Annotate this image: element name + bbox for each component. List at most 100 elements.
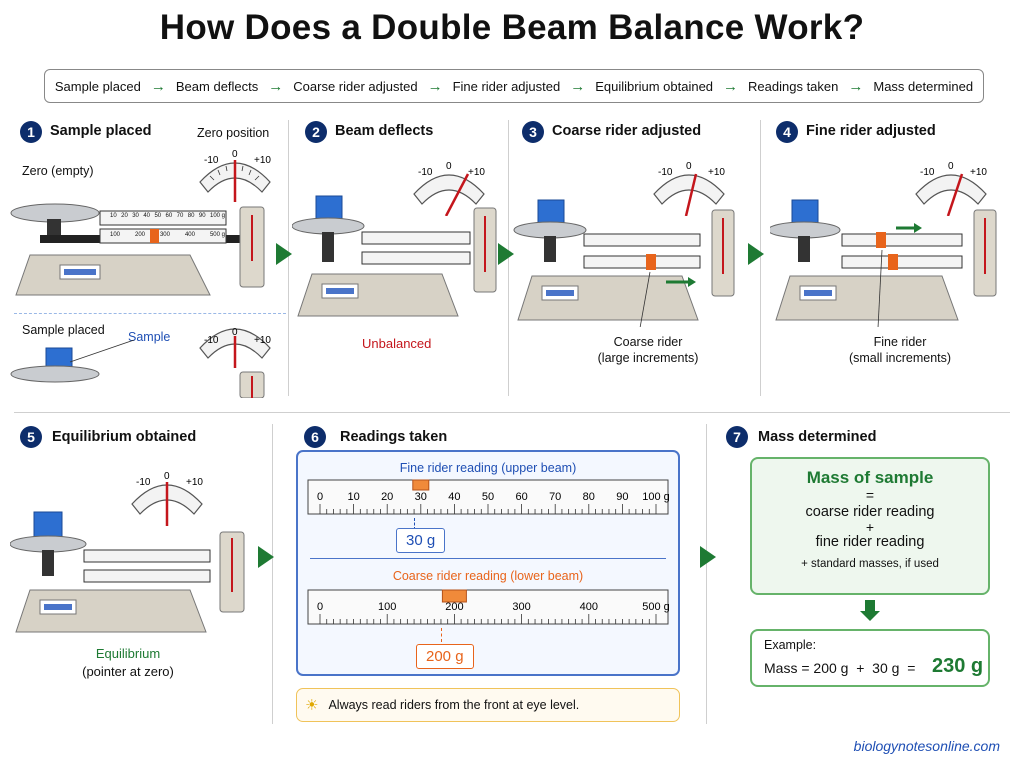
double-beam-balance-illustration	[292, 195, 497, 317]
fine-rider-caption: Fine rider	[873, 335, 927, 349]
step-number-badge: 3	[522, 121, 544, 143]
gauge-label-center: 0	[446, 161, 452, 172]
tick-label: 20	[121, 213, 128, 219]
rider-marker	[441, 589, 467, 603]
flow-step: Beam deflects	[175, 78, 259, 94]
flow-step: Mass determined	[873, 78, 974, 94]
mass-heading: Mass of sample	[806, 468, 934, 487]
ruler-tick-label: 20	[381, 491, 393, 503]
unbalanced-label: Unbalanced	[362, 336, 432, 351]
lightbulb-icon: ☀	[305, 697, 319, 714]
gauge-label-right: +10	[186, 477, 203, 488]
equilibrium-caption-sub: (pointer at zero)	[82, 664, 174, 679]
zero-empty-label: Zero (empty)	[22, 164, 94, 178]
pointer-gauge: -10 0 +10	[653, 161, 725, 216]
process-flow-bar: Sample placed → Beam deflects → Coarse r…	[44, 69, 984, 103]
ruler-tick-label: 10	[347, 491, 359, 503]
example-expression: Mass = 200 g + 30 g =	[764, 660, 916, 676]
site-credit: biologynotesonline.com	[853, 738, 1000, 754]
gauge-label-left: -10	[204, 335, 219, 346]
ruler-tick-label: 30	[415, 491, 427, 503]
ruler-tick-label: 100	[378, 601, 396, 613]
gauge-label-left: -10	[418, 167, 433, 178]
next-step-arrow-icon	[498, 243, 514, 265]
flow-arrow-icon: →	[570, 77, 586, 95]
double-beam-balance-illustration	[10, 203, 265, 296]
gauge-label-left: -10	[136, 477, 151, 488]
step-title: Equilibrium obtained	[52, 429, 197, 445]
rider-marker	[412, 479, 430, 491]
fine-rider-caption-sub: (small increments)	[848, 351, 952, 365]
step-number-badge: 2	[305, 121, 327, 143]
step-number-badge: 7	[726, 426, 748, 448]
ruler-tick-label: 40	[448, 491, 460, 503]
gauge-label-right: +10	[254, 155, 271, 166]
tick-label: 40	[143, 213, 151, 219]
ruler-tick-label: 70	[549, 491, 561, 503]
divider	[14, 412, 1010, 413]
step-title: Beam deflects	[335, 123, 434, 139]
next-step-arrow-icon	[258, 546, 274, 568]
tick-label: 100	[110, 232, 121, 238]
down-arrow-icon	[865, 600, 875, 612]
tick-label: 60	[165, 213, 173, 219]
tick-label: 70	[176, 213, 184, 219]
step-title: Sample placed	[50, 123, 152, 139]
step-title: Readings taken	[340, 429, 448, 445]
example-result: 230 g	[932, 655, 984, 677]
step-title: Mass determined	[758, 429, 877, 445]
flow-step: Readings taken	[748, 78, 839, 94]
flow-step: Sample placed	[54, 78, 141, 94]
tick-label: 90	[198, 213, 206, 219]
coarse-reading-value: 200 g	[416, 644, 474, 669]
pointer-gauge: -10 0 +10	[199, 327, 271, 368]
example-box: Example: Mass = 200 g + 30 g = 230 g	[750, 629, 990, 687]
step-number-badge: 5	[20, 426, 42, 448]
double-beam-balance-illustration	[10, 511, 245, 633]
coarse-rider-reading-label: Coarse rider reading (lower beam)	[392, 569, 584, 583]
coarse-rider-caption-sub: (large increments)	[597, 351, 699, 365]
gauge-label-center: 0	[686, 161, 692, 172]
pointer-gauge: -10 0 +10	[413, 161, 485, 216]
pointer-gauge: -10 0 +10	[131, 471, 203, 526]
ruler-tick-label: 80	[583, 491, 595, 503]
equals-sign: =	[865, 487, 875, 503]
ruler-tick-label: 100 g	[642, 491, 670, 503]
gauge-label-center: 0	[232, 327, 238, 338]
ruler-tick-label: 60	[515, 491, 527, 503]
zero-position-label: Zero position	[197, 126, 270, 140]
double-beam-balance-illustration	[10, 340, 265, 398]
gauge-label-left: -10	[658, 167, 673, 178]
divider	[706, 424, 707, 724]
pointer-gauge: -10 0 +10	[199, 149, 271, 202]
dashed-divider	[14, 313, 286, 314]
step-title: Fine rider adjusted	[806, 123, 936, 139]
step-number-badge: 1	[20, 121, 42, 143]
pointer-gauge: -10 0 +10	[915, 161, 987, 216]
ruler-tick-label: 300	[512, 601, 530, 613]
formula-note: + standard masses, if used	[801, 558, 939, 570]
tick-label: 200	[134, 232, 145, 238]
equilibrium-caption: Equilibrium	[95, 646, 161, 661]
tick-label: 50	[154, 213, 162, 219]
ruler-tick-label: 0	[317, 491, 323, 503]
gauge-label-right: +10	[708, 167, 725, 178]
ruler-tick-label: 0	[317, 601, 323, 613]
gauge-label-right: +10	[970, 167, 987, 178]
formula-coarse: coarse rider reading	[805, 504, 935, 520]
flow-step: Fine rider adjusted	[452, 78, 561, 94]
tick-label: 80	[187, 213, 195, 219]
ruler-tick-label: 400	[580, 601, 598, 613]
ruler-tick-label: 500 g	[642, 601, 670, 613]
flow-step: Equilibrium obtained	[595, 78, 714, 94]
page-title: How Does a Double Beam Balance Work?	[159, 8, 865, 47]
flow-arrow-icon: →	[427, 77, 443, 95]
double-beam-balance-illustration	[770, 199, 997, 327]
ruler-tick-label: 90	[616, 491, 628, 503]
ruler-tick-label: 200	[445, 601, 463, 613]
example-label: Example:	[764, 638, 817, 652]
tip-box: ☀ Always read riders from the front at e…	[296, 688, 680, 722]
